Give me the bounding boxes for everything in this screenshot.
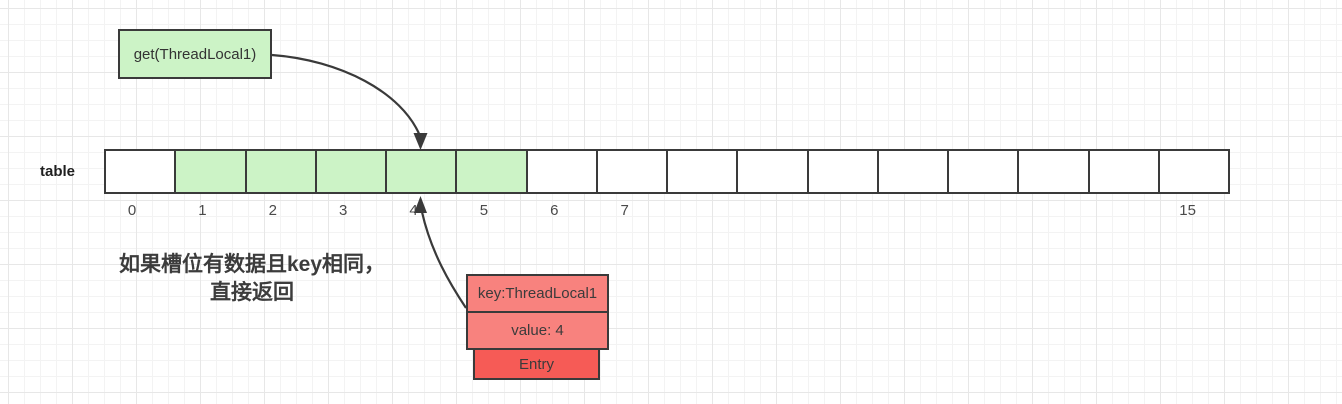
- slot-index-label-2: 2: [268, 202, 277, 219]
- get-call-box: get(ThreadLocal1): [118, 29, 272, 79]
- get-to-slot4-arrow: [271, 53, 428, 150]
- table-slot-4: [387, 151, 458, 192]
- slot-index-label-4: 4: [409, 202, 418, 219]
- slot-index-labels: 0 1 2 3 4 5 6 7 15: [104, 202, 1230, 222]
- table-slot-14: [1089, 151, 1160, 192]
- table-slot-8: [668, 151, 739, 192]
- slot-index-label-1: 1: [198, 202, 207, 219]
- table-slot-10: [808, 151, 879, 192]
- entry-type-label: Entry: [518, 355, 554, 373]
- table-slot-1: [176, 151, 247, 192]
- table-slot-6: [527, 151, 598, 192]
- entry-type-box: Entry: [473, 348, 600, 380]
- annotation-text: 如果槽位有数据且key相同， 直接返回: [102, 251, 402, 307]
- arrowhead-down-icon: [413, 133, 428, 150]
- slot-index-label-7: 7: [620, 202, 629, 219]
- entry-value-label: value: 4: [511, 322, 564, 339]
- get-call-label: get(ThreadLocal1): [133, 45, 257, 63]
- table-slot-2: [246, 151, 317, 192]
- table-row: [104, 149, 1230, 194]
- slot-index-label-15: 15: [1179, 202, 1196, 219]
- slot-index-label-5: 5: [479, 202, 489, 219]
- entry-key-label: key:ThreadLocal1: [477, 285, 598, 302]
- table-slot-12: [949, 151, 1020, 192]
- entry-value-box: value: 4: [466, 311, 609, 350]
- table-slot-7: [597, 151, 668, 192]
- entry-key-box: key:ThreadLocal1: [466, 274, 609, 313]
- table-label: table: [40, 163, 76, 180]
- slot-index-label-6: 6: [550, 202, 559, 219]
- slot-index-label-3: 3: [338, 202, 348, 219]
- annotation-line-2: 直接返回: [210, 281, 294, 304]
- table-slot-9: [738, 151, 809, 192]
- table-slot-11: [878, 151, 949, 192]
- slot-index-label-0: 0: [127, 202, 137, 219]
- table-slot-15: [1159, 151, 1228, 192]
- table-slot-3: [316, 151, 387, 192]
- table-slot-0: [106, 151, 177, 192]
- table-slot-13: [1019, 151, 1090, 192]
- table-slot-5: [457, 151, 528, 192]
- annotation-line-1: 如果槽位有数据且key相同，: [118, 253, 386, 276]
